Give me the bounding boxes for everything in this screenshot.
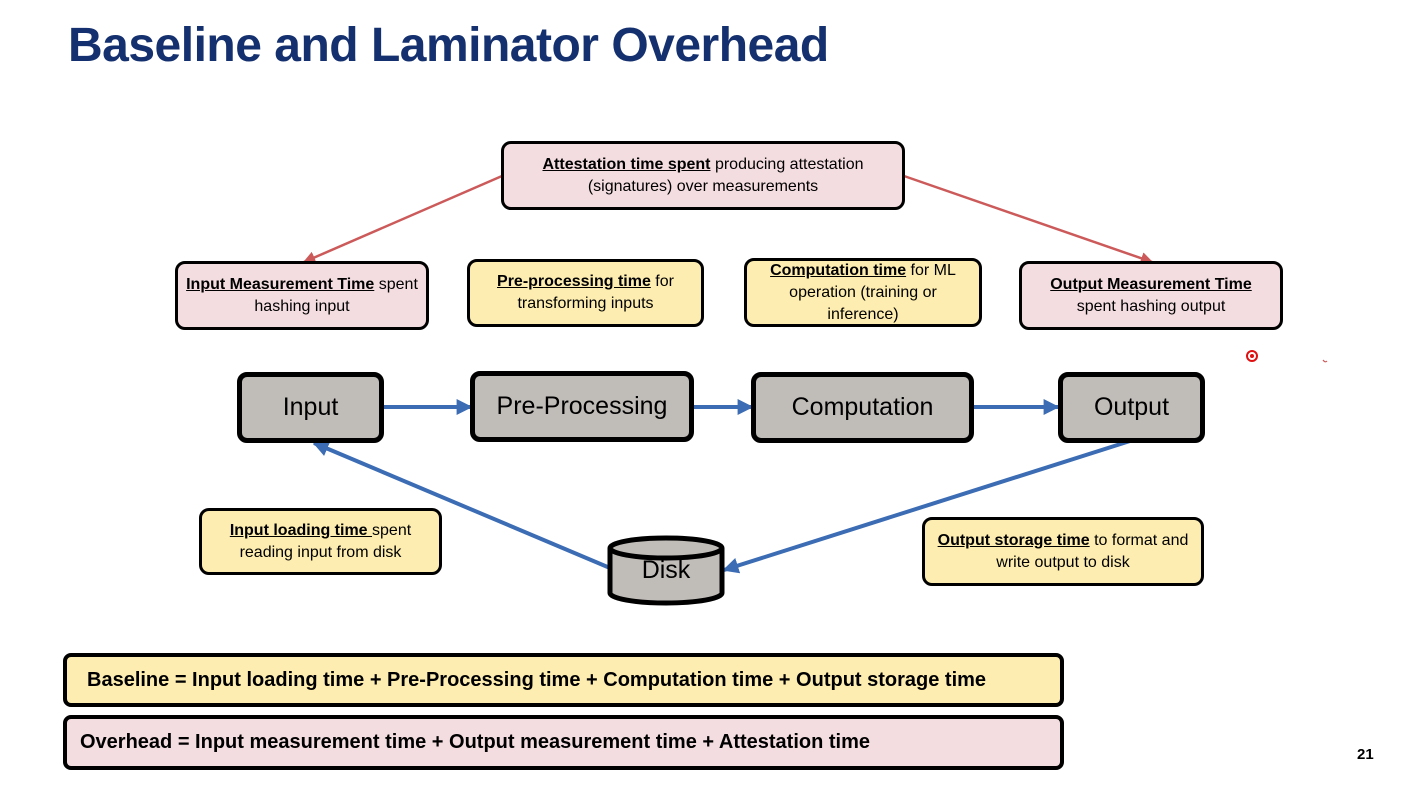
- attestation-lead: Attestation time spent: [542, 155, 711, 173]
- output-storage-lead: Output storage time: [937, 531, 1090, 549]
- input-loading-text: spent reading input from disk: [239, 521, 412, 561]
- output-measurement-lead: Output Measurement Time: [1050, 275, 1252, 293]
- node-output: Output: [1058, 372, 1205, 443]
- output-storage-text: to format and write output to disk: [996, 531, 1189, 571]
- attestation-time-box: Attestation time spent producing attesta…: [501, 141, 905, 210]
- baseline-formula-box: Baseline = Input loading time + Pre-Proc…: [63, 653, 1064, 707]
- stray-mark: [1322, 359, 1328, 363]
- computation-lead: Computation time: [770, 261, 907, 279]
- output-measurement-time-box: Output Measurement Time spent hashing ou…: [1019, 261, 1283, 330]
- arrow-disk-to-input: [312, 441, 611, 570]
- node-disk-label: Disk: [641, 556, 691, 584]
- arrow-output-to-disk: [722, 439, 1131, 574]
- arrow-attestation-to-input-measurement: [302, 174, 503, 264]
- preprocessing-text: for transforming inputs: [517, 273, 674, 312]
- disk-cylinder: [607, 535, 725, 606]
- input-measurement-time-box: Input Measurement Time spent hashing inp…: [175, 261, 429, 330]
- computation-time-box: Computation time for ML operation (train…: [744, 258, 982, 327]
- output-storage-time-box: Output storage time to format and write …: [922, 517, 1204, 586]
- input-measurement-text: spent hashing input: [254, 275, 418, 315]
- node-input: Input: [237, 372, 384, 443]
- input-loading-time-box: Input loading time spent reading input f…: [199, 508, 442, 575]
- overhead-formula: Overhead = Input measurement time + Outp…: [80, 731, 871, 753]
- arrow-attestation-to-output-measurement: [903, 174, 1154, 265]
- attestation-text: producing attestation (signatures) over …: [587, 155, 864, 195]
- input-measurement-lead: Input Measurement Time: [186, 275, 375, 293]
- node-preprocessing: Pre-Processing: [470, 371, 694, 442]
- preprocessing-time-box: Pre-processing time for transforming inp…: [467, 259, 704, 327]
- slide-title: Baseline and Laminator Overhead: [68, 19, 829, 72]
- overhead-formula-box: Overhead = Input measurement time + Outp…: [63, 715, 1064, 770]
- input-loading-lead: Input loading time: [229, 521, 373, 539]
- baseline-formula: Baseline = Input loading time + Pre-Proc…: [87, 668, 987, 691]
- page-number: 21: [1357, 746, 1374, 763]
- preprocessing-lead: Pre-processing time: [497, 273, 651, 290]
- laser-pointer-indicator: [1246, 350, 1258, 362]
- node-computation: Computation: [751, 372, 974, 443]
- computation-text: for ML operation (training or inference): [789, 261, 956, 323]
- output-measurement-text: spent hashing output: [1076, 297, 1226, 315]
